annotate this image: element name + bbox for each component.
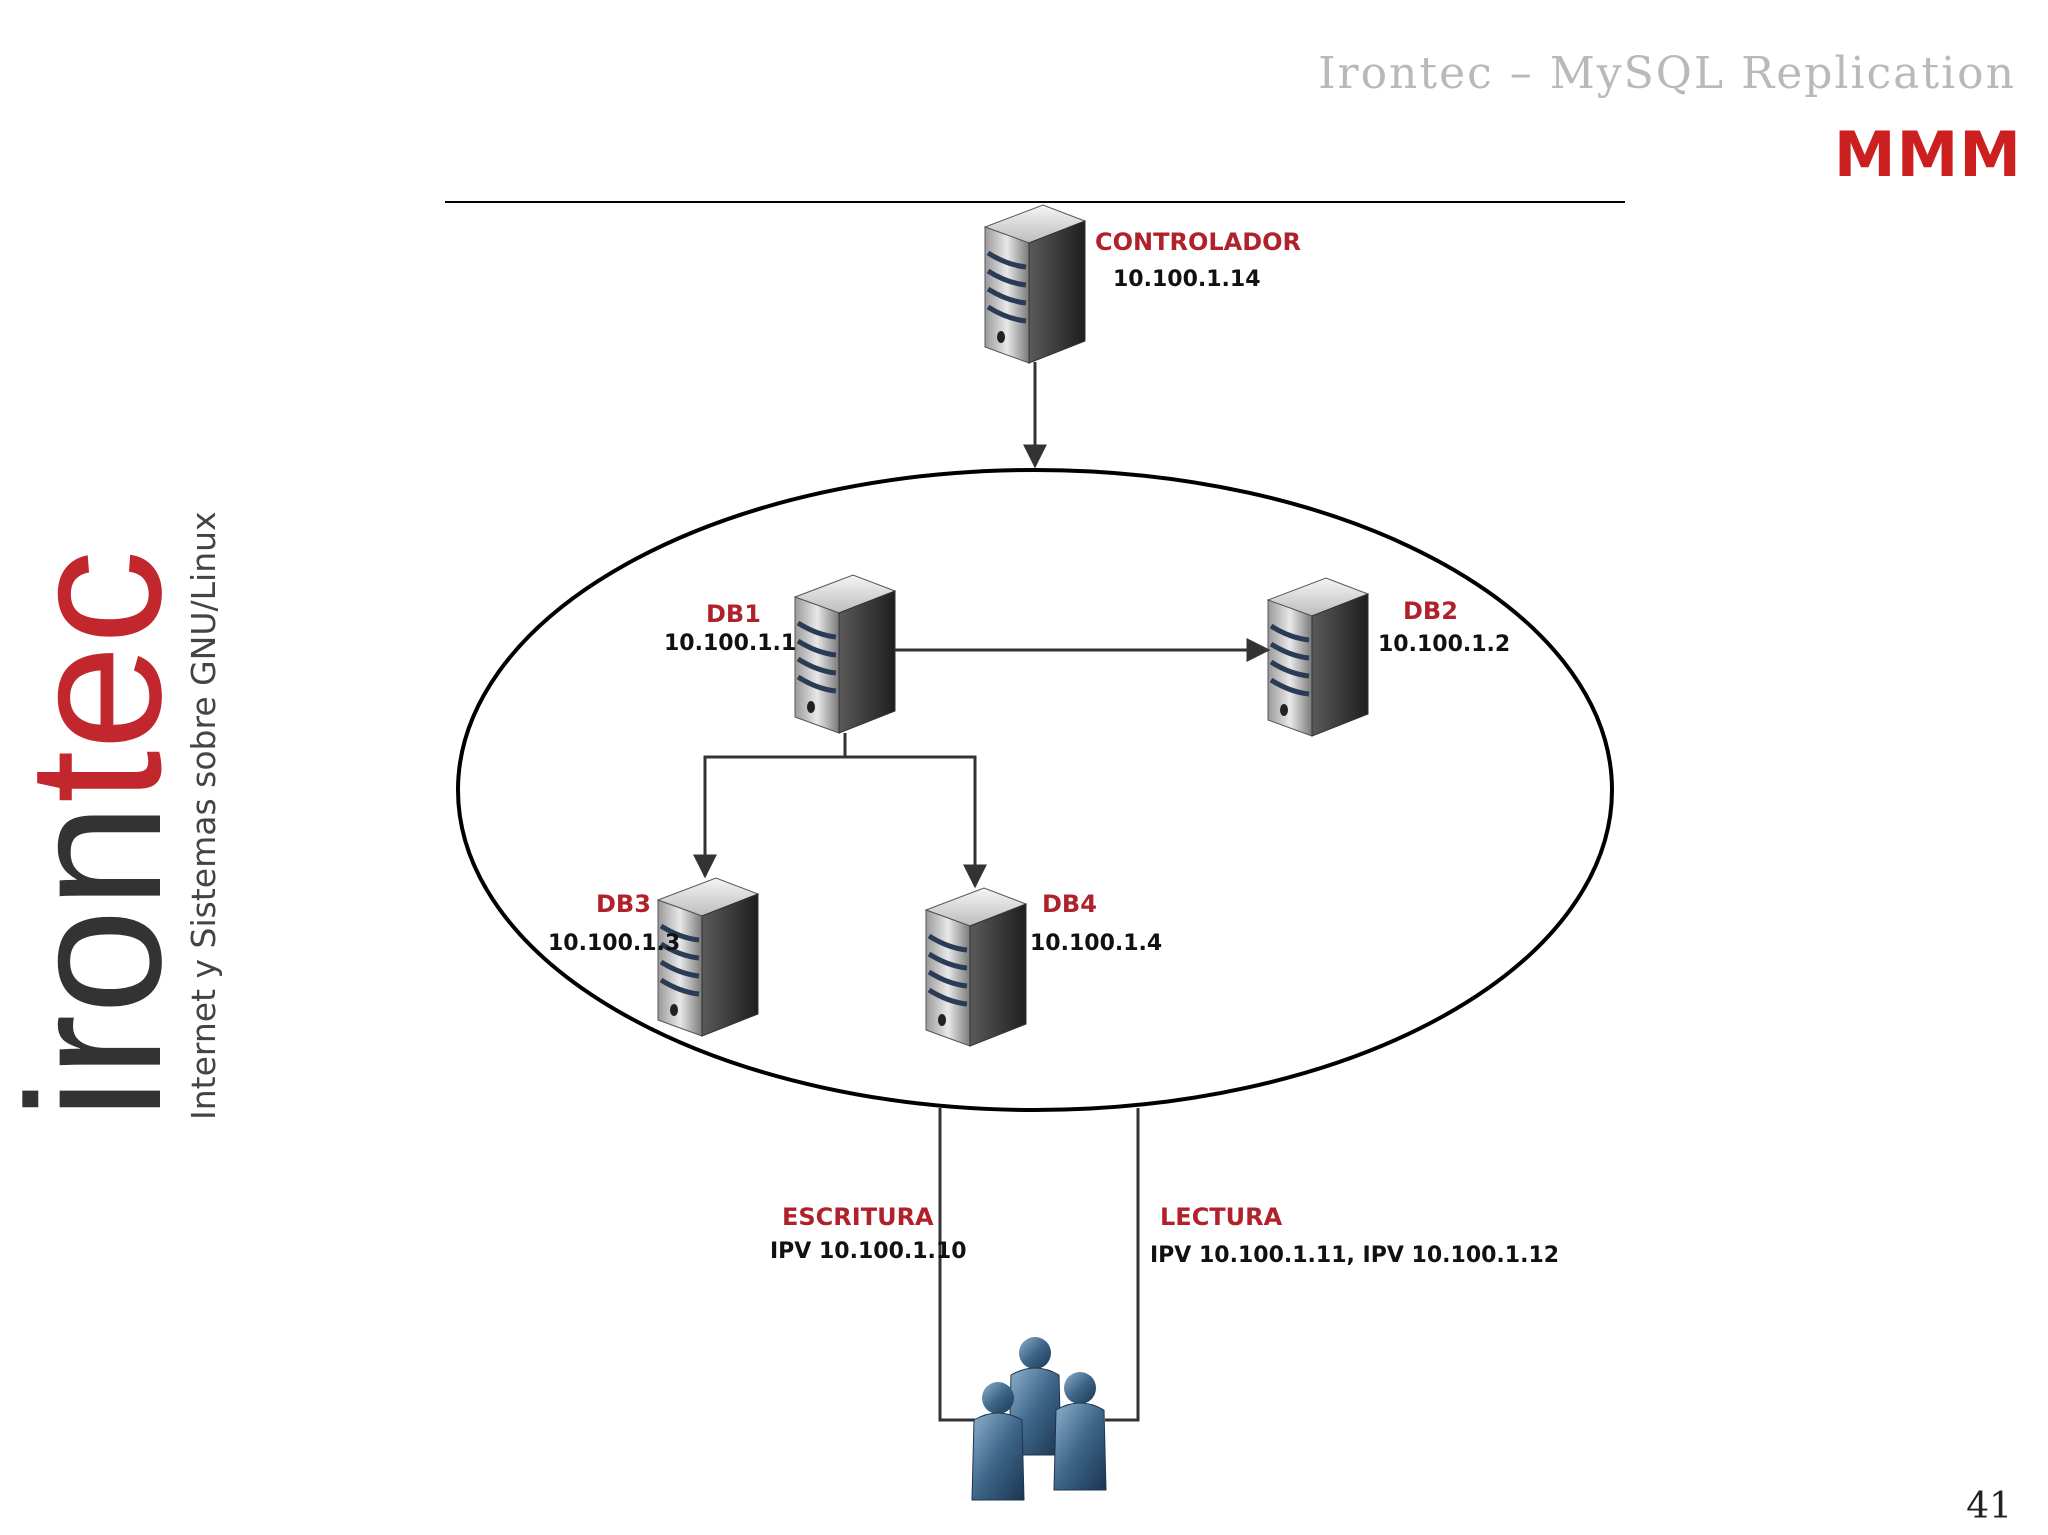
db3-server-icon — [658, 878, 758, 1036]
slide-heading: MMM — [1833, 118, 2022, 191]
db1-ip: 10.100.1.1 — [664, 631, 796, 656]
page-number: 41 — [1966, 1486, 2012, 1527]
read-line — [1105, 1108, 1140, 1422]
db2-ip: 10.100.1.2 — [1378, 632, 1510, 657]
users-icon — [971, 1336, 1107, 1501]
db1-server-icon — [795, 575, 895, 733]
controller-name: CONTROLADOR — [1095, 228, 1301, 256]
irontec-logo: irontec Internet y Sistemas sobre GNU/Li… — [0, 380, 240, 1140]
logo-tagline: Internet y Sistemas sobre GNU/Linux — [184, 511, 223, 1120]
db4-ip: 10.100.1.4 — [1030, 931, 1162, 956]
db1-name: DB1 — [706, 600, 761, 628]
db3-name: DB3 — [596, 890, 651, 918]
db2-name: DB2 — [1403, 597, 1458, 625]
cluster-ellipse — [456, 468, 1614, 1112]
write-name: ESCRITURA — [782, 1203, 934, 1231]
write-line — [938, 1108, 975, 1422]
db3-ip: 10.100.1.3 — [548, 931, 680, 956]
controller-server-icon — [985, 205, 1085, 363]
read-name: LECTURA — [1160, 1203, 1283, 1231]
read-ip: IPV 10.100.1.11, IPV 10.100.1.12 — [1150, 1243, 1559, 1268]
write-ip: IPV 10.100.1.10 — [770, 1239, 967, 1264]
db4-name: DB4 — [1042, 890, 1097, 918]
db2-server-icon — [1268, 578, 1368, 736]
controller-ip: 10.100.1.14 — [1113, 267, 1261, 292]
db4-server-icon — [926, 888, 1026, 1046]
db1-db3-arrow — [693, 733, 847, 879]
header-title: Irontec – MySQL Replication — [1318, 48, 2016, 99]
db1-db4-arrow — [845, 755, 987, 889]
logo-wordmark: irontec — [0, 550, 201, 1120]
